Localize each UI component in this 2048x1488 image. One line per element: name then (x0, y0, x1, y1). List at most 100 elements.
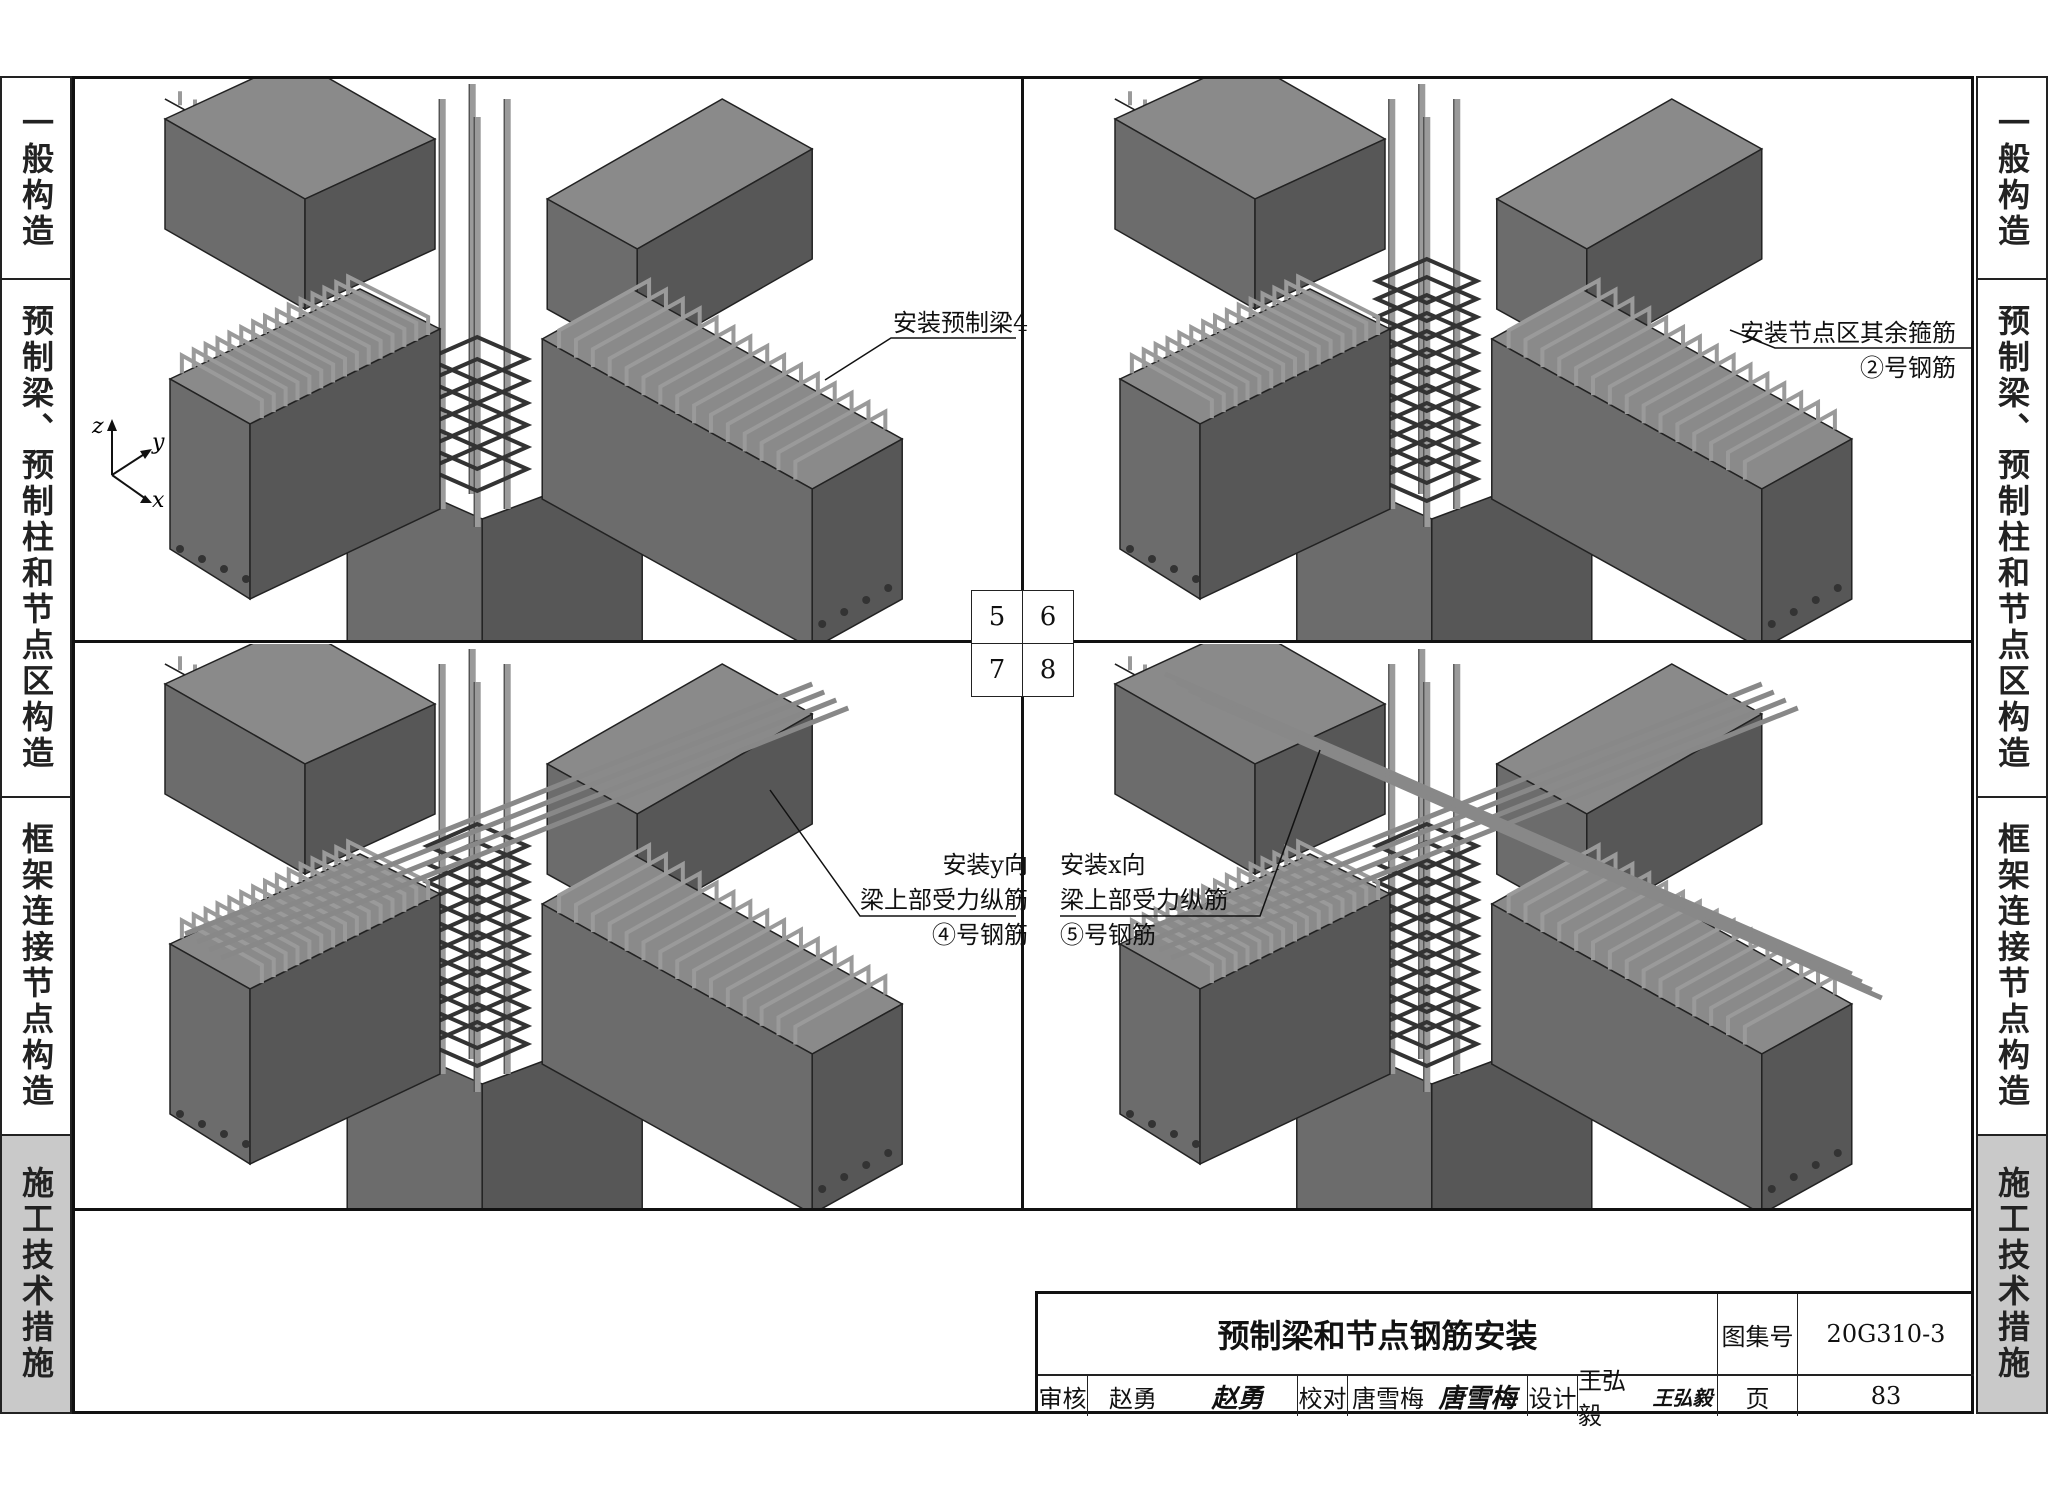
divider-horizontal-bottom (75, 1208, 1971, 1211)
stirrup-rebar (793, 408, 888, 480)
side-tab-label: 预制梁、预制柱和节点区构造 (17, 304, 55, 772)
beam-right-face (249, 892, 441, 1166)
side-tab-frame-left[interactable]: 框架连接节点构造 (0, 796, 72, 1136)
drawing-frame (72, 76, 1974, 1414)
stirrup-rebar (322, 284, 407, 347)
stirrup-rebar (1189, 323, 1274, 389)
x-direction-top-bar (1163, 671, 1853, 977)
side-tab-precast-right[interactable]: 预制梁、预制柱和节点区构造 (1976, 278, 2048, 798)
callout-line: 安装x向 (1060, 851, 1146, 879)
review-label: 审核 (1038, 1376, 1088, 1416)
bar-end-dot (884, 584, 893, 592)
panel-step-7 (75, 644, 1022, 1209)
stirrup-rebar (1129, 351, 1214, 419)
sequence-label-8: 8 (1022, 643, 1074, 697)
column-tie (422, 947, 533, 997)
stirrup-rebar (607, 305, 702, 377)
column-tie (422, 911, 533, 961)
callout-line: 安装y向 (942, 851, 1028, 879)
side-tab-precast-left[interactable]: 预制梁、预制柱和节点区构造 (0, 278, 72, 798)
stirrup-rebar (1141, 911, 1226, 978)
stirrup-rebar (203, 905, 288, 972)
beam-back-left-body (163, 79, 437, 311)
column-tie (422, 1019, 533, 1069)
stirrup-rebar (1591, 323, 1686, 396)
stirrup-rebar (641, 323, 736, 396)
atlas-label: 图集号 (1718, 1294, 1798, 1374)
checker-name: 唐雪梅 (1352, 1384, 1424, 1413)
column-tie (422, 875, 533, 925)
bar-end-dot (840, 608, 849, 616)
column-tie (422, 965, 533, 1015)
stirrup-rebar (624, 879, 719, 951)
stirrup-rebar (692, 351, 787, 424)
atlas-number: 20G310-3 (1826, 1320, 1946, 1348)
beam-back-left-body (1113, 79, 1387, 311)
stirrup-rebar (658, 898, 753, 970)
stirrup-rebar (179, 351, 264, 419)
beam-front-right-body (540, 276, 904, 641)
column-tie (1371, 454, 1482, 504)
stirrup-rebar (708, 926, 803, 998)
x-direction-top-bar (1187, 687, 1873, 993)
column-tie (1371, 400, 1482, 450)
side-tab-frame-right[interactable]: 框架连接节点构造 (1976, 796, 2048, 1136)
stirrup-rebar (1506, 276, 1601, 349)
check-label: 校对 (1298, 1376, 1348, 1416)
column-tie (422, 356, 533, 406)
column-tie (1371, 364, 1482, 414)
stirrup-rebar (675, 342, 770, 414)
stirrup-rebar (1153, 905, 1238, 972)
column-tie (422, 857, 533, 907)
bar-end-dot (1767, 620, 1776, 628)
stirrup-rebar (1153, 340, 1238, 407)
beam-front-left-body (1118, 838, 1392, 1166)
sequence-label-5: 5 (971, 590, 1023, 644)
stirrup-rebar (776, 963, 871, 1036)
stirrup-rebar (1177, 329, 1262, 395)
stirrup-rebar (203, 340, 288, 407)
stirrup-rebar (1624, 342, 1719, 414)
callout-line: 安装节点区其余箍筋 (1740, 319, 1956, 347)
beam-front-left-body (168, 838, 442, 1166)
side-tab-construction-right[interactable]: 施工技术措施 (1976, 1134, 2048, 1414)
beam-front-left-body (168, 273, 442, 601)
sequence-label-7: 7 (971, 643, 1023, 697)
beam-right-face (1254, 137, 1386, 311)
bar-end-dot (220, 565, 228, 573)
column-tie (1371, 1001, 1482, 1051)
stirrup-rebar (239, 323, 324, 389)
callout-line: 梁上部受力纵筋 (860, 886, 1028, 914)
bar-end-dot (1192, 1140, 1200, 1148)
side-tab-label: 施工技术措施 (17, 1166, 55, 1382)
column-tie (422, 422, 533, 472)
scene-group (163, 79, 904, 641)
column-tie (1371, 983, 1482, 1033)
stirrup-rebar (191, 911, 276, 978)
stirrup-rebar (1248, 295, 1333, 359)
designer-name: 王弘毅 (1578, 1367, 1626, 1430)
bar-end-dot (1789, 608, 1798, 616)
side-tab-general-right[interactable]: 一般构造 (1976, 76, 2048, 280)
column-tie (422, 378, 533, 428)
beam-front-right-body (1490, 841, 1854, 1209)
stirrup-rebar (1742, 973, 1837, 1045)
side-tab-label: 一般构造 (1993, 106, 2031, 250)
side-tab-construction-left[interactable]: 施工技术措施 (0, 1134, 72, 1414)
bar-end-dot (176, 545, 184, 553)
reviewer-name: 赵勇 (1109, 1384, 1157, 1413)
beam-top-longitudinal-bars (184, 681, 850, 961)
x-direction-top-bar (1175, 679, 1863, 985)
beam-right-face (811, 1002, 903, 1209)
stirrup-rebar (346, 838, 431, 900)
stirrup-rebar (1692, 380, 1787, 452)
stirrup-rebar (658, 333, 753, 405)
bar-end-dot (220, 1130, 228, 1138)
joint-illustration-5 (163, 79, 904, 641)
column-tie (1371, 274, 1482, 324)
callout-step-7: 安装y向 梁上部受力纵筋 ④号钢筋 (860, 848, 1028, 953)
stirrup-rebar (742, 945, 837, 1017)
side-tab-general-left[interactable]: 一般构造 (0, 76, 72, 280)
stirrup-rebar (573, 851, 668, 923)
column-tie (1371, 965, 1482, 1015)
